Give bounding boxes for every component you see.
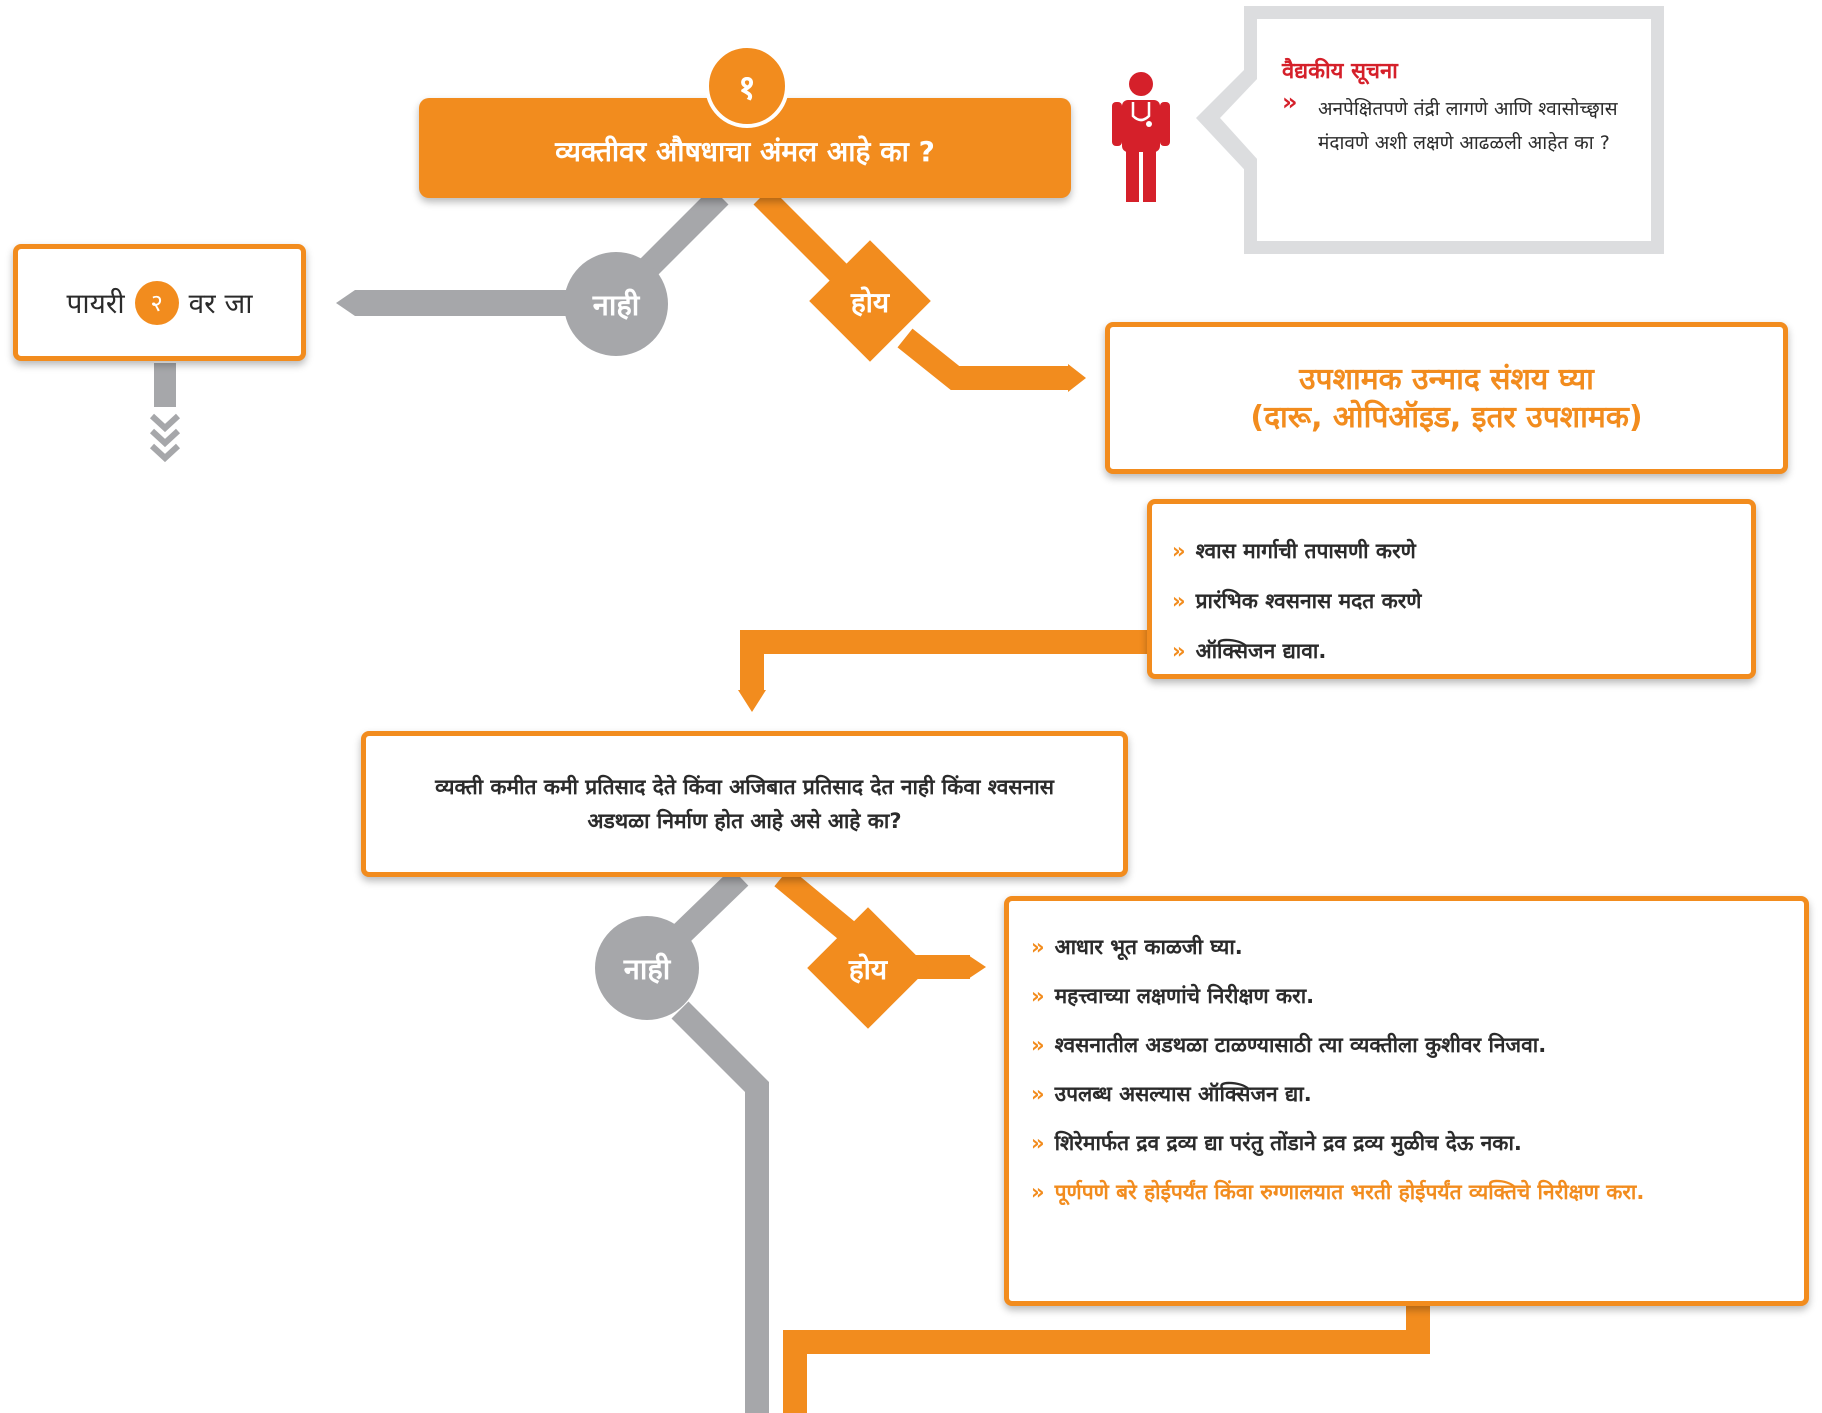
step2-question-text: व्यक्ती कमीत कमी प्रतिसाद देते किंवा अजि… — [435, 775, 1054, 833]
arrow-to-goto — [336, 290, 355, 316]
step1-number-badge: १ — [705, 44, 789, 128]
connector-airway-to-q2 — [740, 630, 1150, 690]
care-item-highlight: »पूर्णपणे बरे होईपर्यंत किंवा रुग्णालयात… — [1031, 1180, 1645, 1204]
goto-step2-box[interactable]: पायरी २ वर जा — [13, 244, 306, 361]
callout-pointer — [1196, 58, 1258, 182]
yes-label-1: होय — [850, 286, 890, 319]
goto-down-chevron-1 — [149, 413, 181, 433]
connector-yes-1b — [897, 328, 1070, 390]
connector-no-2b — [671, 1001, 769, 1413]
no-node-2: नाही — [595, 916, 699, 1020]
goto-down-bar — [154, 363, 176, 407]
connector-yes-2 — [774, 867, 860, 945]
goto-prefix: पायरी — [66, 286, 125, 320]
arrow-to-care — [968, 955, 986, 979]
connector-care-down — [783, 1305, 1430, 1413]
step1-question-text: व्यक्तीवर औषधाचा अंमल आहे का ? — [555, 135, 935, 168]
care-item-4: »उपलब्ध असल्यास ऑक्सिजन द्या. — [1031, 1082, 1312, 1106]
goto-down-chevron-2 — [149, 428, 181, 448]
care-actions-box: »आधार भूत काळजी घ्या. »महत्त्वाच्या लक्ष… — [1004, 896, 1809, 1306]
goto-step-number: २ — [134, 280, 179, 325]
arrow-to-q2 — [738, 690, 766, 712]
step2-question-box: व्यक्ती कमीत कमी प्रतिसाद देते किंवा अजि… — [361, 731, 1128, 877]
suspect-box: उपशामक उन्माद संशय घ्या (दारू, ओपिऑइड, इ… — [1105, 322, 1788, 474]
medical-note-text: अनपेक्षितपणे तंद्री लागणे आणि श्वासोच्छ्… — [1318, 98, 1618, 154]
care-item-3: »श्वसनातील अडथळा टाळण्यासाठी त्या व्यक्त… — [1031, 1033, 1547, 1057]
care-item-2: »महत्त्वाच्या लक्षणांचे निरीक्षण करा. — [1031, 984, 1315, 1008]
airway-item-1: »श्वास मार्गाची तपासणी करणे — [1172, 539, 1416, 563]
goto-down-chevron-3 — [149, 443, 181, 463]
medical-note-title: वैद्यकीय सूचना — [1282, 59, 1398, 84]
airway-item-3: »ऑक्सिजन द्यावा. — [1172, 639, 1327, 663]
suspect-line-2: (दारू, ओपिऑइड, इतर उपशामक) — [1250, 400, 1643, 435]
no-node-1: नाही — [564, 252, 668, 356]
suspect-line-1: उपशामक उन्माद संशय घ्या — [1299, 362, 1594, 397]
yes-label-2: होय — [848, 953, 888, 986]
medical-note-bullet: » — [1282, 88, 1298, 116]
connector-no-2 — [671, 868, 749, 944]
care-item-1: »आधार भूत काळजी घ्या. — [1031, 935, 1243, 959]
arrow-to-suspect — [1068, 364, 1086, 392]
airway-item-2: »प्रारंभिक श्वसनास मदत करणे — [1172, 589, 1422, 613]
step1-number: १ — [738, 68, 756, 108]
doctor-icon — [1112, 72, 1170, 202]
goto-suffix: वर जा — [188, 286, 253, 320]
care-item-5: »शिरेमार्फत द्रव द्रव्य द्या परंतु तोंडा… — [1031, 1131, 1522, 1155]
airway-actions-box: »श्वास मार्गाची तपासणी करणे »प्रारंभिक श… — [1147, 499, 1756, 679]
